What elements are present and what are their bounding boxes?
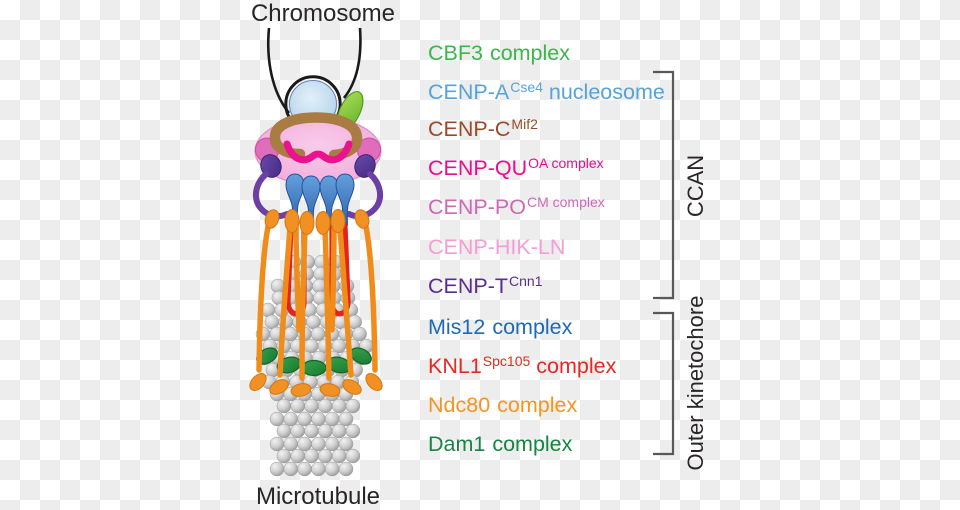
microtubule-label: Microtubule	[255, 483, 381, 510]
outer-kinetochore-bracket-label: Outer kinetochore	[683, 295, 708, 471]
legend-main-text: CENP-HIK-LN	[428, 235, 566, 259]
microtubule-lower	[269, 386, 361, 477]
legend-item-knl1: KNL1Spc105 complex	[428, 350, 616, 382]
legend-item-cenp-hik-ln: CENP-HIK-LN	[428, 231, 566, 263]
legend-rest-text: complex	[530, 354, 617, 378]
legend-main-text: CENP-T	[428, 274, 509, 298]
cenp-c-ring	[269, 112, 363, 161]
legend-main-text: KNL1	[428, 354, 482, 378]
legend-item-cenp-c: CENP-CMif2	[428, 113, 538, 145]
legend-superscript: Cnn1	[509, 273, 543, 289]
legend-superscript: Cse4	[510, 79, 543, 95]
legend-rest-text: complex	[486, 315, 573, 339]
legend-main-text: CBF3	[428, 41, 483, 65]
legend-rest-text: nucleosome	[542, 80, 665, 104]
legend-main-text: CENP-PO	[428, 195, 526, 219]
cenp-qu-squiggle	[283, 140, 353, 164]
legend-rest-text: complex	[486, 432, 573, 456]
legend-main-text: CENP-C	[428, 117, 511, 141]
legend-item-cenp-qu: CENP-QUOA complex	[428, 152, 604, 184]
legend-superscript: Spc105	[482, 353, 531, 369]
legend-superscript: OA complex	[528, 155, 604, 171]
legend-item-cenp-a: CENP-ACse4 nucleosome	[428, 76, 665, 108]
chromosome-label: Chromosome	[250, 0, 396, 27]
legend-rest-text: complex	[491, 393, 578, 417]
legend-item-dam1: Dam1 complex	[428, 428, 572, 460]
legend-rest-text: complex	[483, 41, 571, 65]
legend-main-text: CENP-QU	[428, 156, 528, 180]
legend-superscript: Mif2	[511, 116, 538, 132]
dam1-ring	[256, 347, 372, 377]
legend-item-mis12: Mis12 complex	[428, 311, 572, 343]
ccan-bracket	[653, 70, 675, 300]
legend-main-text: Ndc80	[428, 393, 491, 417]
legend-main-text: CENP-A	[428, 80, 510, 104]
legend-item-cenp-po: CENP-POCM complex	[428, 191, 605, 223]
legend-item-cbf3: CBF3 complex	[428, 37, 570, 69]
outer-kinetochore-bracket	[653, 311, 675, 456]
mis12-pins	[285, 173, 355, 227]
legend-item-ndc80: Ndc80 complex	[428, 389, 577, 421]
legend-item-cenp-t: CENP-TCnn1	[428, 270, 543, 302]
ndc80-arms	[249, 209, 383, 397]
legend-main-text: Mis12	[428, 315, 486, 339]
legend-main-text: Dam1	[428, 432, 486, 456]
legend-superscript: CM complex	[526, 194, 605, 210]
